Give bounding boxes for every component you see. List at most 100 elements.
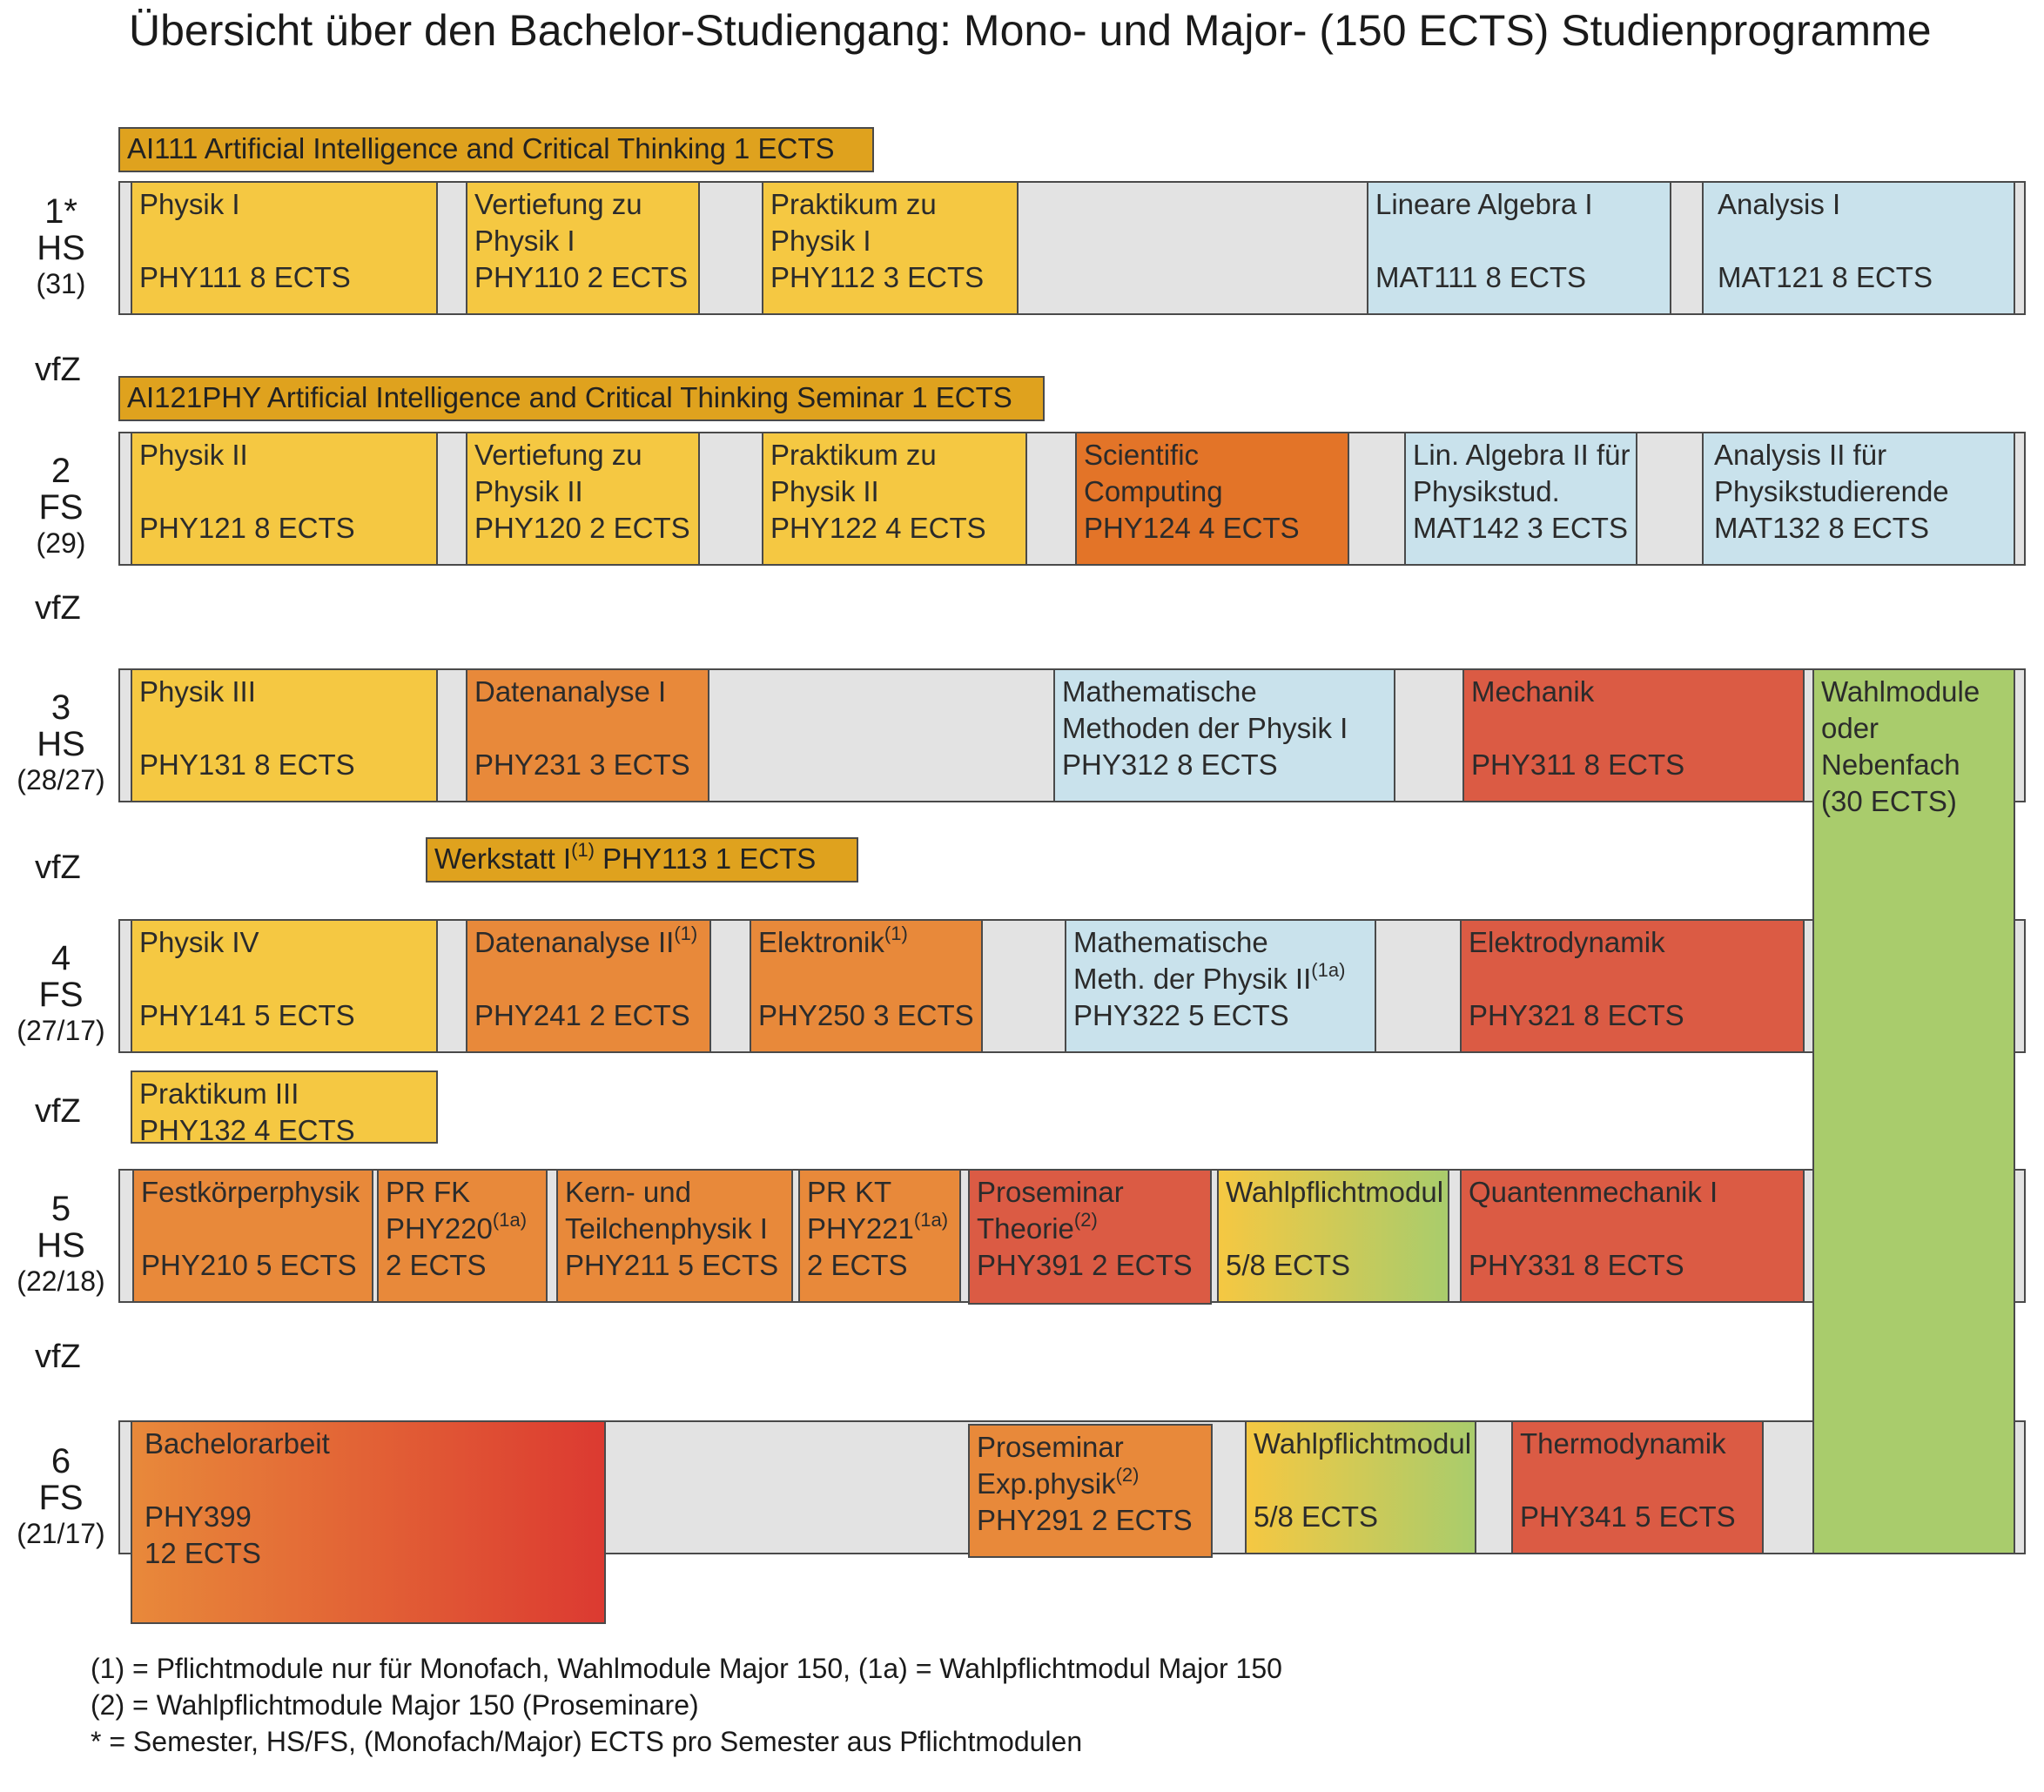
module-title: Mathematische [1062, 675, 1257, 708]
semester-label-3: 3 HS (28/27) [9, 689, 113, 797]
module-line [474, 710, 701, 747]
semester-number: 2 [50, 452, 71, 490]
module-phy312: Mathematische Methoden der Physik I PHY3… [1053, 668, 1395, 802]
module-code: PHY132 4 ECTS [139, 1114, 355, 1144]
module-ects: 2 ECTS [386, 1249, 487, 1281]
module-code: PHY291 2 ECTS [977, 1504, 1193, 1536]
semester-ects: (21/17) [17, 1518, 105, 1549]
module-title: Elektronik(1) [758, 924, 974, 961]
footnote-mark: (1) [674, 923, 698, 944]
module-title-line3: Nebenfach [1821, 748, 1960, 781]
module-phy132: Praktikum III PHY132 4 ECTS [131, 1071, 438, 1144]
module-title-line2: Physik I [770, 225, 871, 257]
module-code: PHY122 4 ECTS [770, 512, 986, 544]
module-phy322: Mathematische Meth. der Physik II(1a) PH… [1065, 919, 1376, 1053]
module-wahlmodule-nebenfach: Wahlmodule oder Nebenfach (30 ECTS) [1812, 668, 2015, 1554]
module-title: Wahlpflichtmodul [1254, 1427, 1472, 1460]
module-title: Thermodynamik [1520, 1427, 1726, 1460]
module-code: PHY141 5 ECTS [139, 999, 355, 1031]
module-code-text: PHY220 [386, 1212, 493, 1245]
module-phy399: Bachelorarbeit PHY399 12 ECTS [131, 1420, 606, 1624]
module-title: Bachelorarbeit [145, 1427, 330, 1460]
module-code: PHY113 1 ECTS [594, 842, 817, 875]
module-phy321: Elektrodynamik PHY321 8 ECTS [1460, 919, 1805, 1053]
footnote-mark: (1a) [1311, 959, 1346, 981]
module-phy221: PR KT PHY221(1a) 2 ECTS [798, 1169, 961, 1303]
semester-ects: (31) [36, 268, 86, 299]
module-line [1226, 1211, 1441, 1247]
module-code: PHY322 5 ECTS [1073, 999, 1289, 1031]
module-title-text: Meth. der Physik II [1073, 963, 1312, 995]
semester-ects: (22/18) [17, 1265, 105, 1297]
module-line [758, 961, 974, 997]
module-phy131: Physik III PHY131 8 ECTS [131, 668, 438, 802]
module-title-text: Theorie [977, 1212, 1074, 1245]
module-code: PHY311 8 ECTS [1471, 748, 1685, 781]
module-code: PHY120 2 ECTS [474, 512, 690, 544]
module-title: Datenanalyse I [474, 675, 667, 708]
module-ects: 12 ECTS [145, 1537, 261, 1569]
semester-type: HS [37, 725, 85, 763]
module-line [1469, 961, 1796, 997]
module-phy110: Vertiefung zu Physik I PHY110 2 ECTS [466, 181, 700, 315]
module-title: PR KT [807, 1176, 892, 1208]
module-title-line2: Physikstudierende [1714, 475, 1949, 507]
vfz-label: vfZ [35, 352, 81, 388]
module-line [139, 961, 429, 997]
module-ai121phy: AI121PHY Artificial Intelligence and Cri… [118, 376, 1045, 421]
module-title: Wahlmodule [1821, 675, 1980, 708]
module-line [139, 473, 429, 510]
module-line [474, 961, 703, 997]
module-ects: 5/8 ECTS [1254, 1500, 1379, 1533]
module-mat132: Analysis II für Physikstudierende MAT132… [1702, 432, 2015, 566]
module-mat142: Lin. Algebra II für Physikstud. MAT142 3… [1404, 432, 1637, 566]
vfz-label: vfZ [35, 1093, 81, 1130]
module-title: Praktikum zu [770, 188, 937, 220]
module-phy122: Praktikum zu Physik II PHY122 4 ECTS [762, 432, 1027, 566]
module-title-line2: Theorie(2) [977, 1211, 1203, 1247]
vfz-label: vfZ [35, 849, 81, 886]
module-phy211: Kern- und Teilchenphysik I PHY211 5 ECTS [556, 1169, 793, 1303]
module-title: Proseminar [977, 1431, 1124, 1463]
module-title-line2: Physik II [474, 475, 583, 507]
semester-type: HS [37, 229, 85, 267]
semester-number: 5 [50, 1190, 71, 1228]
module-title-line2: Exp.physik(2) [977, 1466, 1204, 1502]
semester-type: FS [38, 1479, 84, 1517]
module-phy141: Physik IV PHY141 5 ECTS [131, 919, 438, 1053]
module-title-line2: Physik II [770, 475, 879, 507]
semester-label-5: 5 HS (22/18) [9, 1191, 113, 1299]
module-code-text: PHY221 [807, 1212, 914, 1245]
module-code: PHY124 4 ECTS [1084, 512, 1300, 544]
semester-label-2: 2 FS (29) [9, 453, 113, 560]
module-wahlpflichtmodul-5: Wahlpflichtmodul 5/8 ECTS [1217, 1169, 1449, 1303]
module-title: Praktikum zu [770, 439, 937, 471]
module-title-line2: Physik I [474, 225, 575, 257]
module-ects: (30 ECTS) [1821, 785, 1957, 817]
module-line [1254, 1462, 1468, 1499]
module-code: PHY231 3 ECTS [474, 748, 690, 781]
module-title: Kern- und [565, 1176, 691, 1208]
module-code: MAT142 3 ECTS [1413, 512, 1628, 544]
footnote-1: (1) = Pflichtmodule nur für Monofach, Wa… [91, 1653, 1282, 1684]
module-code: PHY331 8 ECTS [1469, 1249, 1684, 1281]
semester-ects: (27/17) [17, 1015, 105, 1046]
module-phy220: PR FK PHY220(1a) 2 ECTS [377, 1169, 548, 1303]
module-code: PHY321 8 ECTS [1469, 999, 1684, 1031]
module-line [1375, 223, 1663, 259]
semester-number: 4 [50, 939, 71, 977]
module-phy311: Mechanik PHY311 8 ECTS [1462, 668, 1805, 802]
module-title-line2: Teilchenphysik I [565, 1212, 768, 1245]
module-title-line2: Methoden der Physik I [1062, 712, 1348, 744]
module-wahlpflichtmodul-6: Wahlpflichtmodul 5/8 ECTS [1245, 1420, 1476, 1554]
module-title: Analysis I [1718, 188, 1841, 220]
module-phy124: Scientific Computing PHY124 4 ECTS [1075, 432, 1349, 566]
semester-number: 1* [44, 192, 77, 231]
module-line [1718, 223, 2007, 259]
semester-ects: (28/27) [17, 764, 105, 795]
footnote-3: * = Semester, HS/FS, (Monofach/Major) EC… [91, 1726, 1083, 1757]
module-line [139, 710, 429, 747]
module-title-text: Datenanalyse II [474, 926, 675, 958]
module-title: Mathematische [1073, 926, 1268, 958]
module-code: MAT132 8 ECTS [1714, 512, 1929, 544]
